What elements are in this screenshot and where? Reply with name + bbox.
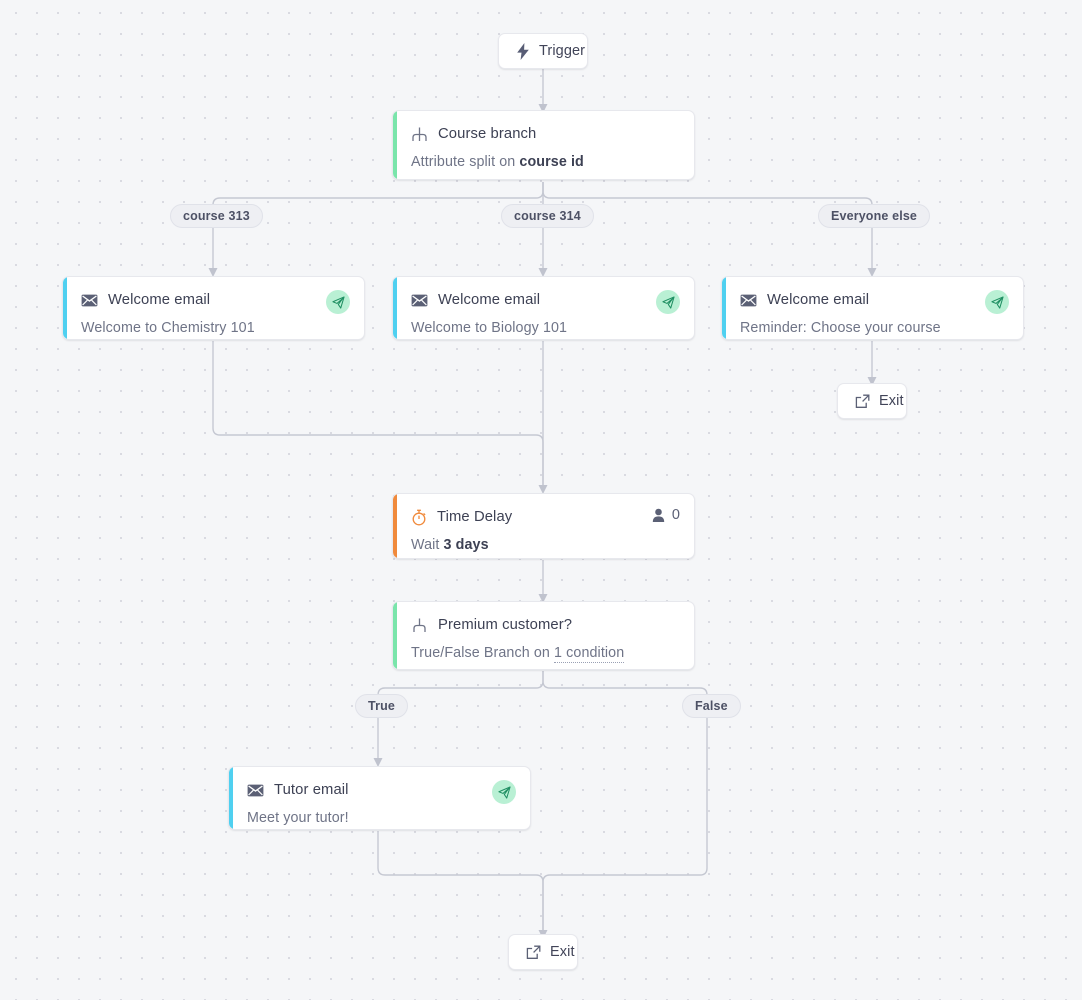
node-subtitle: Wait 3 days (411, 537, 678, 553)
node-subtitle: Reminder: Choose your course (740, 320, 941, 336)
paper-plane-icon[interactable] (326, 290, 350, 314)
branch-label-course-313[interactable]: course 313 (170, 204, 263, 228)
node-email-chemistry[interactable]: Welcome email Welcome to Chemistry 101 (62, 276, 365, 340)
card-right-adornments (492, 780, 516, 804)
paper-plane-icon[interactable] (985, 290, 1009, 314)
node-trigger[interactable]: Trigger (498, 33, 588, 69)
branch-label-false[interactable]: False (682, 694, 741, 718)
node-title: Time Delay (437, 509, 513, 525)
node-email-biology[interactable]: Welcome email Welcome to Biology 101 (392, 276, 695, 340)
node-accent-bar (722, 277, 726, 339)
node-subtitle: Attribute split on course id (411, 154, 678, 170)
exit-external-link-icon (855, 394, 870, 409)
envelope-icon (81, 294, 98, 307)
envelope-icon (740, 294, 757, 307)
stopwatch-icon (411, 509, 427, 526)
paper-plane-icon[interactable] (656, 290, 680, 314)
node-title: Welcome email (108, 292, 211, 308)
person-icon (652, 508, 665, 523)
condition-link[interactable]: 1 condition (554, 645, 625, 663)
exit-label: Exit (879, 393, 904, 409)
people-count: 0 (652, 507, 680, 523)
branch-label-course-314[interactable]: course 314 (501, 204, 594, 228)
branch-label-everyone-else[interactable]: Everyone else (818, 204, 931, 228)
card-right-adornments (326, 290, 350, 314)
node-email-reminder[interactable]: Welcome email Reminder: Choose your cour… (721, 276, 1024, 340)
node-title: Welcome email (438, 292, 541, 308)
node-course-branch[interactable]: Course branch Attribute split on course … (392, 110, 695, 180)
envelope-icon (247, 784, 264, 797)
card-right-adornments (985, 290, 1009, 314)
envelope-icon (411, 294, 428, 307)
node-accent-bar (393, 277, 397, 339)
card-right-adornments (656, 290, 680, 314)
node-title: Course branch (438, 126, 537, 142)
subtitle-duration: 3 days (443, 537, 489, 553)
subtitle-attribute: course id (519, 154, 584, 170)
node-accent-bar (63, 277, 67, 339)
card-right-adornments: 0 (652, 507, 680, 523)
subtitle-prefix: Wait (411, 537, 444, 553)
exit-label: Exit (550, 944, 575, 960)
split-two-way-icon (411, 617, 428, 634)
split-three-way-icon (411, 126, 428, 143)
exit-external-link-icon (526, 945, 541, 960)
node-time-delay[interactable]: Time Delay Wait 3 days 0 (392, 493, 695, 559)
node-accent-bar (393, 494, 397, 558)
node-tutor-email[interactable]: Tutor email Meet your tutor! (228, 766, 531, 830)
node-subtitle: Meet your tutor! (247, 810, 349, 826)
node-title: Tutor email (274, 782, 349, 798)
branch-label-true[interactable]: True (355, 694, 408, 718)
node-accent-bar (393, 602, 397, 669)
lightning-bolt-icon (516, 42, 530, 60)
node-title: Premium customer? (438, 617, 573, 633)
node-exit-top[interactable]: Exit (837, 383, 907, 419)
node-premium-branch[interactable]: Premium customer? True/False Branch on 1… (392, 601, 695, 670)
node-subtitle: Welcome to Biology 101 (411, 320, 568, 336)
node-title: Welcome email (767, 292, 870, 308)
node-accent-bar (393, 111, 397, 179)
node-accent-bar (229, 767, 233, 829)
trigger-label: Trigger (539, 43, 586, 59)
people-count-value: 0 (671, 507, 680, 523)
paper-plane-icon[interactable] (492, 780, 516, 804)
node-subtitle: True/False Branch on 1 condition (411, 645, 678, 663)
node-exit-bottom[interactable]: Exit (508, 934, 578, 970)
subtitle-prefix: True/False Branch on (411, 645, 555, 661)
node-subtitle: Welcome to Chemistry 101 (81, 320, 255, 336)
subtitle-prefix: Attribute split on (411, 154, 520, 170)
